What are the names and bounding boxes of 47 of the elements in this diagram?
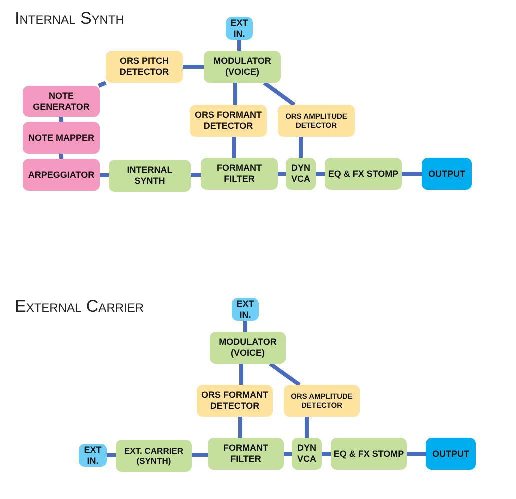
process-box: NOTE MAPPER <box>23 122 100 154</box>
connector-line <box>284 452 292 456</box>
process-box: NOTE GENERATOR <box>23 86 100 117</box>
connector-line <box>238 40 242 51</box>
connector-line <box>238 417 242 438</box>
process-box: OUTPUT <box>422 158 472 190</box>
connector-line <box>240 364 244 385</box>
connector-line <box>299 137 303 158</box>
process-box: DYN VCA <box>292 438 322 470</box>
process-box: EQ & FX STOMP <box>331 438 407 470</box>
connector-line <box>98 81 107 88</box>
connector-line <box>305 417 309 438</box>
connector-line <box>263 81 296 107</box>
connector-line <box>183 65 204 69</box>
section-heading: Internal Synth <box>15 10 124 27</box>
process-box: INTERNAL SYNTH <box>109 160 191 192</box>
section-heading: External Carrier <box>15 298 144 315</box>
connector-line <box>191 173 201 177</box>
connector-line <box>232 137 236 158</box>
process-box: EXT IN. <box>232 298 259 321</box>
process-box: EQ & FX STOMP <box>325 158 402 190</box>
process-box: EXT IN. <box>79 444 107 467</box>
connector-line <box>107 454 116 458</box>
process-box: ORS FORMANT DETECTOR <box>197 385 273 417</box>
process-box: OUTPUT <box>426 438 476 470</box>
connector-line <box>322 452 331 456</box>
process-box: DYN VCA <box>286 158 316 190</box>
process-box: FORMANT FILTER <box>201 158 278 190</box>
process-box: EXT. CARRIER (SYNTH) <box>116 440 192 472</box>
connector-line <box>269 362 301 387</box>
process-box: EXT IN. <box>226 17 253 40</box>
connector-line <box>402 172 422 176</box>
connector-line <box>278 172 286 176</box>
connector-line <box>407 452 426 456</box>
process-box: ARPEGGIATOR <box>23 159 100 191</box>
connector-line <box>234 83 238 105</box>
connector-line <box>192 453 208 457</box>
process-box: ORS FORMANT DETECTOR <box>190 105 267 137</box>
connector-line <box>100 174 109 178</box>
process-box: ORS PITCH DETECTOR <box>106 51 183 83</box>
connector-line <box>60 117 64 122</box>
process-box: FORMANT FILTER <box>208 438 284 470</box>
process-box: MODULATOR (VOICE) <box>204 51 281 83</box>
connector-line <box>316 172 325 176</box>
connector-line <box>244 321 248 332</box>
connector-line <box>60 154 64 159</box>
process-box: MODULATOR (VOICE) <box>210 332 286 364</box>
